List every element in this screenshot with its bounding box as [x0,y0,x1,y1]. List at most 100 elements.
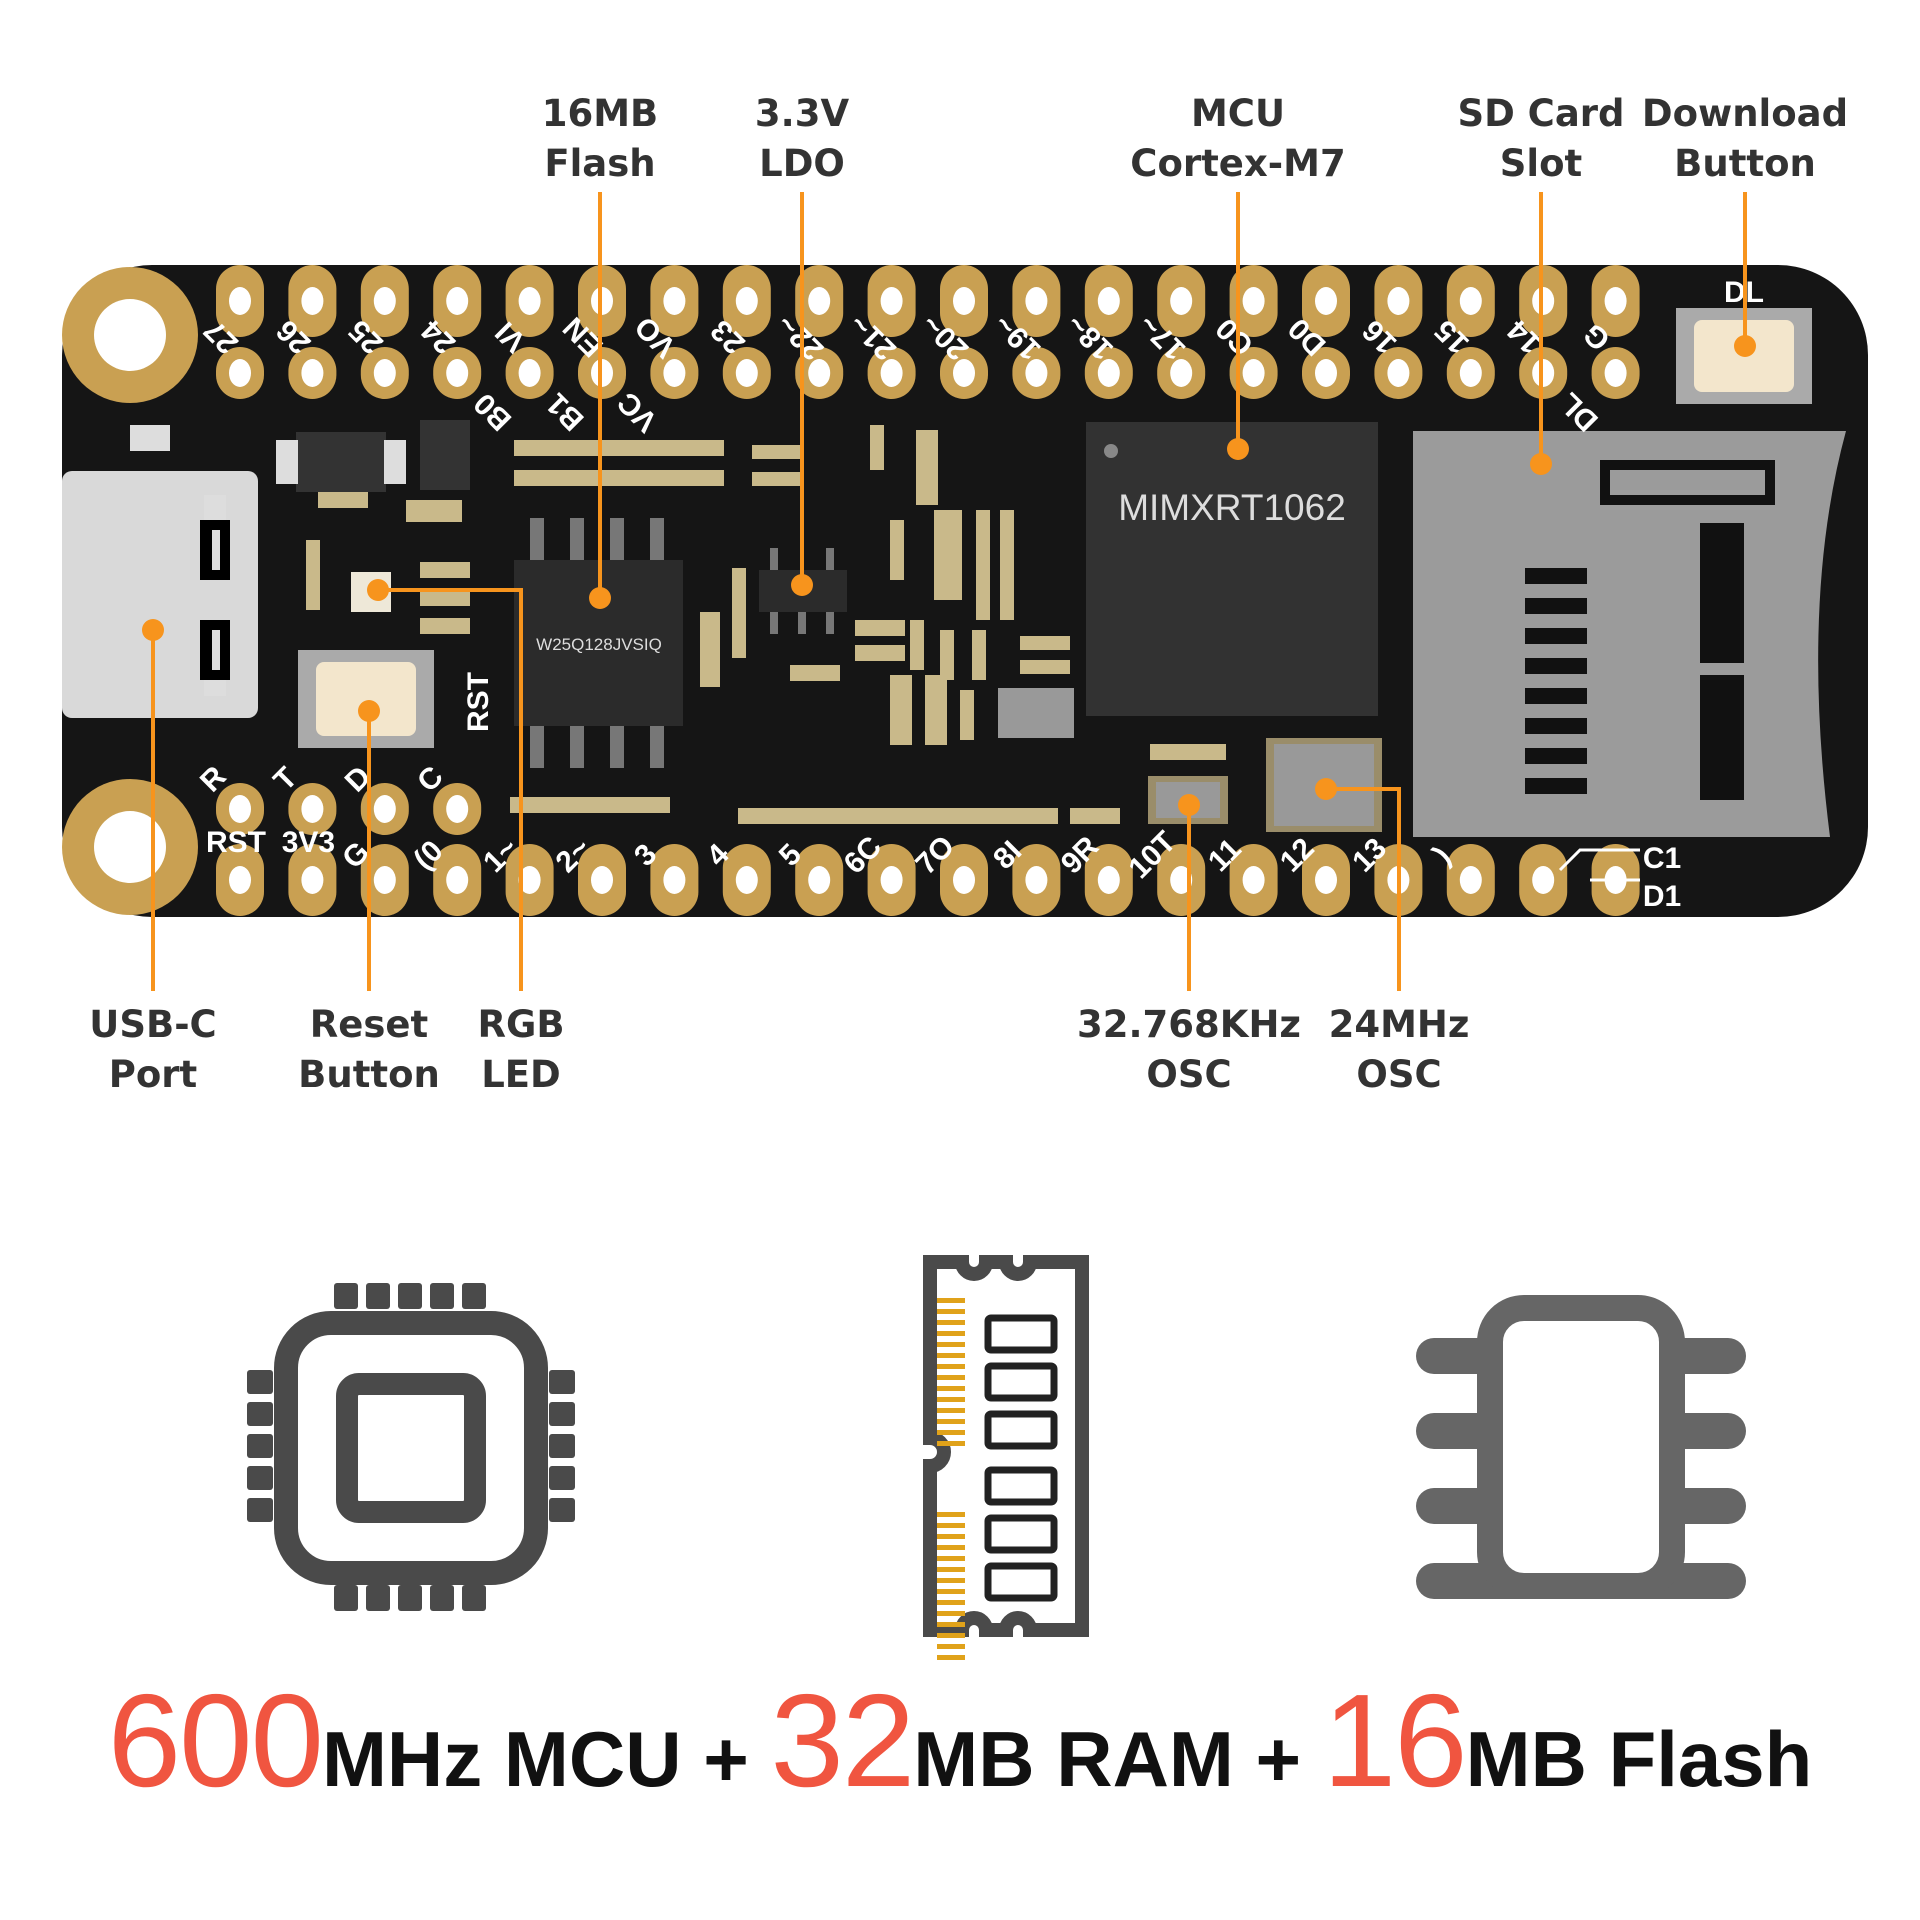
pin-hole [808,287,831,315]
pin-hole [446,866,469,894]
chip-pin [366,1585,390,1611]
mcu-chip: MIMXRT1062 [1086,422,1378,716]
callout-label: Download [1642,92,1848,135]
ram-contact [937,1600,965,1605]
cpu-speed-value: 600 [107,1667,324,1814]
callout-label: Reset [310,1003,428,1046]
callout-label: Flash [544,142,655,185]
ram-chip [984,1362,1058,1402]
ram-chip [984,1314,1058,1354]
mcu-marking: MIMXRT1062 [1118,487,1346,528]
callout-dot [367,579,389,601]
header-pins [216,265,1640,916]
pin-hole [663,359,686,387]
pin-hole [591,866,613,894]
callout-label: RGB [477,1003,564,1046]
ram-contact [937,1589,965,1594]
pin-hole [1315,287,1337,315]
chip-pin [334,1585,358,1611]
callout-dot [1315,778,1337,800]
mcu-icon [247,1283,575,1611]
chip-pin [247,1498,273,1522]
pin-hole [1242,287,1265,315]
pin-hole [446,359,469,387]
chip-pin [247,1434,273,1458]
cpu-speed-text: MHz MCU + [321,1715,771,1803]
ram-contact [937,1342,965,1347]
pin-hole [1459,359,1482,387]
chip-pin [247,1402,273,1426]
chip-pin [430,1585,454,1611]
ram-contact [937,1430,965,1435]
mounting-hole [62,779,198,915]
ram-contact [937,1556,965,1561]
callout-dot [791,574,813,596]
pin-hole [735,866,758,894]
pin-hole [229,866,251,894]
ram-contact [937,1375,965,1380]
ram-contact [937,1512,965,1517]
chip-pin [366,1283,390,1309]
pin-hole [229,795,251,823]
flash-size-text: MB Flash [1465,1715,1813,1803]
ram-contact [937,1397,965,1402]
pin-hole [1532,866,1555,894]
callout-dot [1530,453,1552,475]
flash-marking: W25Q128JVSIQ [536,635,662,654]
chip-pin [462,1283,486,1309]
sd-card-slot [1413,431,1846,837]
pin-hole [808,866,831,894]
callout-label: 32.768KHz [1077,1003,1301,1046]
callout-label: LDO [759,142,845,185]
pin-hole [301,866,324,894]
ram-contact [937,1633,965,1638]
pin-hole [1459,287,1482,315]
ram-icon [923,1255,1089,1660]
ram-contact [937,1353,965,1358]
usb-c-connector [62,471,258,718]
pin-hole [1097,866,1120,894]
edge-label: D1 [1643,880,1681,913]
callout-label: 24MHz [1329,1003,1470,1046]
pin-hole [735,287,758,315]
chip-pin [549,1466,575,1490]
pin-hole [1097,287,1120,315]
callout-label: Button [298,1053,440,1096]
callout-label: Port [109,1053,197,1096]
callout-label: LED [481,1053,561,1096]
edge-label: C1 [1643,842,1681,875]
pin-hole [953,359,975,387]
callout-label: USB-C [89,1003,216,1046]
pin-hole [1242,866,1265,894]
pin-label: 3V3 [282,826,335,859]
ram-contact [937,1644,965,1649]
reset-button[interactable] [298,650,434,748]
chip-pin [549,1402,575,1426]
chip-pin [549,1370,575,1394]
pin-hole [663,866,686,894]
callout-dot [1178,794,1200,816]
ram-contact [937,1320,965,1325]
ram-contact [937,1386,965,1391]
callout-dot [1227,438,1249,460]
chip-pin [549,1498,575,1522]
ram-contact [937,1298,965,1303]
pin-hole [1387,287,1410,315]
sd-contact [1525,598,1587,614]
pin-hole [1532,287,1555,315]
ram-contact [937,1419,965,1424]
pin-hole [229,359,251,387]
callout-line [1326,787,1401,991]
callout-dot [142,619,164,641]
callout-label: Slot [1500,142,1582,185]
chip-pin [247,1466,273,1490]
callout-line [378,588,523,991]
pin-hole [373,795,396,823]
callout-dot [1734,335,1756,357]
pin-hole [1170,287,1193,315]
ram-size-text: MB RAM + [913,1715,1323,1803]
chip-pin [462,1585,486,1611]
pin-hole [1242,359,1265,387]
callout-label: OSC [1356,1053,1441,1096]
